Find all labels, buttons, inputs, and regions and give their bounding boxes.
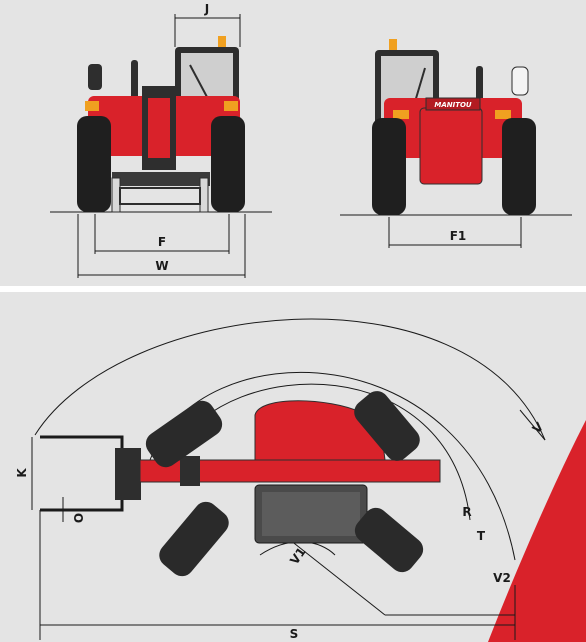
rear-right-light: [495, 110, 511, 119]
label-V2: V2: [493, 571, 511, 585]
top-boom-head: [180, 456, 200, 486]
panel-divider: [0, 286, 586, 292]
front-axle: [112, 172, 210, 186]
red-swoosh-decoration: [488, 420, 586, 642]
arc-outer: [34, 318, 546, 441]
label-W: W: [155, 259, 168, 273]
label-F: F: [158, 235, 166, 249]
top-front-left-tyre: [145, 400, 223, 468]
label-R: R: [462, 505, 471, 519]
front-right-headlight: [224, 101, 238, 111]
top-view-machine: [40, 391, 441, 577]
rear-counterweight: [419, 107, 483, 185]
front-dimensions: J F W: [77, 2, 246, 278]
top-rear-right-tyre: [354, 507, 424, 573]
top-cab-roof: [262, 492, 360, 536]
top-front-right-tyre: [159, 501, 229, 577]
front-mirror: [88, 64, 102, 90]
front-boom: [148, 98, 170, 158]
rear-logo-plate: [425, 97, 481, 111]
rear-view-machine: MANITOU: [340, 39, 572, 216]
label-K: K: [15, 468, 29, 478]
rear-right-tyre: [502, 118, 536, 215]
label-F1: F1: [450, 229, 467, 243]
top-fork-carriage: [115, 448, 141, 500]
brand-logo: MANITOU: [434, 101, 472, 109]
rear-left-light: [393, 110, 409, 119]
label-T: T: [477, 529, 486, 543]
front-fork-right: [199, 177, 209, 213]
front-exhaust: [131, 60, 138, 102]
rear-exhaust: [476, 66, 483, 106]
label-O: O: [72, 513, 86, 523]
label-V: V: [530, 419, 547, 436]
rear-mirror: [511, 66, 529, 96]
rear-left-tyre: [372, 118, 406, 215]
label-V1: V1: [287, 545, 309, 567]
front-carriage: [119, 187, 201, 205]
top-rear-left-tyre: [354, 391, 420, 461]
front-beacon-light: [218, 36, 226, 47]
front-left-tyre: [77, 116, 111, 212]
rear-dimensions: F1: [388, 217, 522, 248]
front-left-headlight: [85, 101, 99, 111]
rear-beacon-light: [389, 39, 397, 50]
label-J: J: [204, 2, 209, 16]
top-forks: [40, 435, 124, 512]
label-S: S: [290, 627, 299, 641]
front-view-machine: [50, 36, 272, 213]
front-right-tyre: [211, 116, 245, 212]
front-fork-left: [111, 177, 121, 213]
